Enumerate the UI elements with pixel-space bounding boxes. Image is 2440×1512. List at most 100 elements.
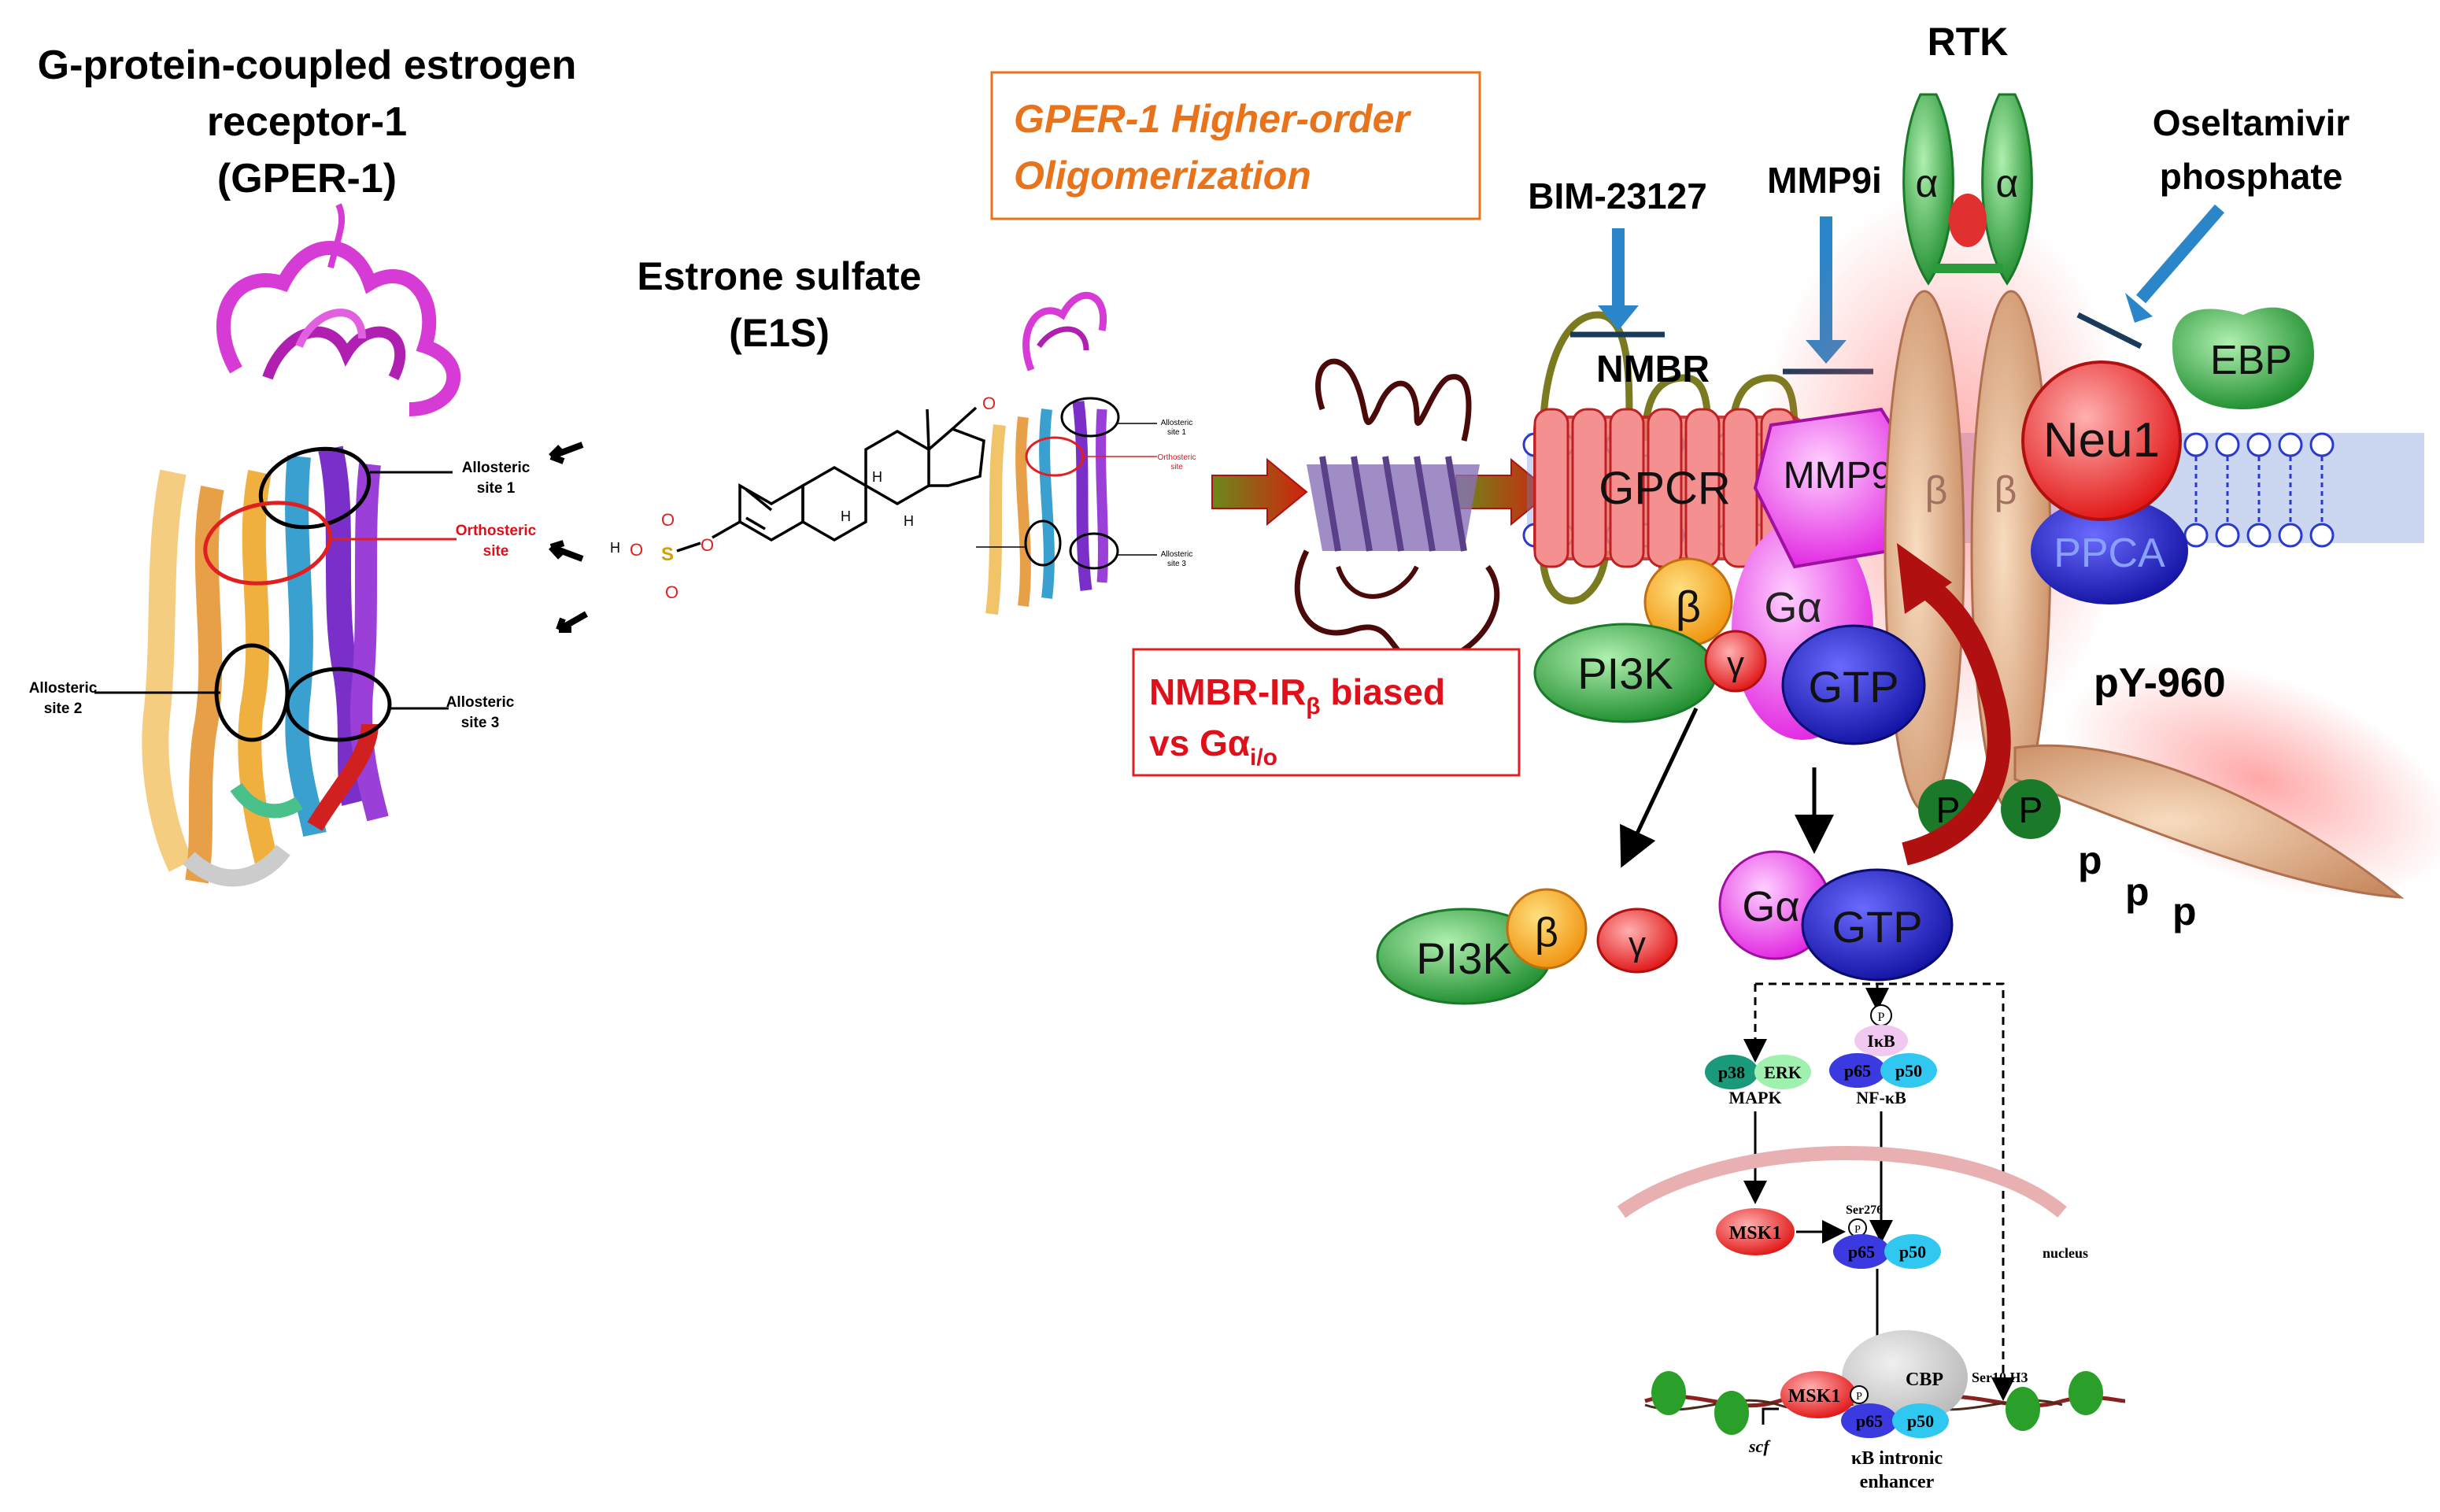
mini-gper-structure: Allosteric site 1 Orthosteric site Allos… (976, 291, 1196, 615)
oseltamivir-line1: Oseltamivir (2153, 102, 2350, 143)
gper-orthosteric-line2: site (483, 543, 509, 560)
ebp-label: EBP (2210, 338, 2292, 383)
e1s-atom-s: S (661, 544, 674, 565)
bim-label: BIM-23127 (1528, 176, 1707, 216)
e1s-atom-h3: H (841, 508, 851, 524)
gtp-top-label: GTP (1808, 662, 1898, 712)
arrow-pi3k-release (1620, 707, 1699, 868)
ikb-phospho: P (1878, 1011, 1885, 1024)
oligomerization-box: GPER-1 Higher-order Oligomerization (990, 71, 1481, 220)
gper-oligomer (1294, 358, 1500, 667)
neu1 (2021, 360, 2182, 521)
e1s-atom-o-top: O (661, 510, 675, 530)
oseltamivir-line2: phosphate (2160, 156, 2343, 197)
arrow-to-oligomer (1211, 457, 1308, 527)
nucleus-label: nucleus (2043, 1245, 2088, 1261)
e1s-atom-h1: H (872, 469, 882, 485)
rtk-beta-left: β (1925, 468, 1948, 512)
gper-title-line1: G-protein-coupled estrogen (38, 43, 577, 88)
p65-nuc-label: p65 (1848, 1242, 1875, 1262)
e1s-name-line2: (E1S) (729, 311, 830, 355)
p65-enh-label: p65 (1856, 1411, 1883, 1431)
e1s-atom-o-ester: O (701, 535, 714, 555)
rtk-alpha-right: α (1996, 161, 2019, 205)
galpha-gtp-released: Gα GTP (1718, 850, 1954, 982)
p38-label: p38 (1718, 1063, 1745, 1082)
e1s-atom-h-hydroxyl: H (610, 540, 620, 556)
galpha-released-label: Gα (1742, 883, 1799, 930)
rtk-tail: P P pY-960 p p p (1897, 543, 2405, 933)
enh-phospho: P (1856, 1391, 1862, 1403)
pi3k-top-label: PI3K (1577, 649, 1673, 698)
estrone-sulfate: Estrone sulfate (E1S) O O S O O O H H H … (610, 254, 996, 602)
e1s-atom-o-hydroxyl: O (630, 540, 643, 560)
e1s-skeleton (676, 406, 985, 553)
galpha-top-label: Gα (1764, 584, 1821, 631)
p50-cyto-label: p50 (1895, 1061, 1922, 1081)
pi3k-released: PI3K β γ (1376, 888, 1678, 1005)
p65-cyto-label: p65 (1844, 1061, 1871, 1081)
gper-allosteric3-line2: site 3 (461, 715, 500, 731)
spike-glow (2063, 660, 2440, 899)
mini-a1-line1: Allosteric (1161, 419, 1193, 427)
gbeta-released-label: β (1535, 910, 1558, 956)
mini-a3-line1: Allosteric (1161, 550, 1193, 559)
pi3k-released-label: PI3K (1416, 933, 1511, 983)
gper-allosteric1-line1: Allosteric (462, 460, 531, 476)
cbp-label: CBP (1906, 1370, 1943, 1390)
gper-title-line2: receptor-1 (207, 99, 407, 145)
small-p-2: p (2125, 870, 2150, 914)
enhancer-line1: κB intronic (1851, 1448, 1943, 1469)
scf-label: scf (1748, 1436, 1771, 1456)
nfkb-label: NF-κB (1856, 1088, 1906, 1107)
ikb-label: IκB (1867, 1031, 1895, 1051)
biased-box: NMBR-IRβ biased vs Gαi/o (1132, 648, 1521, 777)
rtk: RTK β β α α (1884, 20, 2052, 812)
mapk-label: MAPK (1728, 1088, 1781, 1107)
py960-label: pY-960 (2094, 660, 2226, 706)
p50-enh-label: p50 (1907, 1411, 1934, 1431)
mini-a3-line2: site 3 (1167, 560, 1186, 568)
mini-orth-line1: Orthosteric (1158, 453, 1196, 462)
rtk-label: RTK (1928, 20, 2009, 64)
gper-orthosteric-line1: Orthosteric (456, 523, 537, 539)
bim-inhibitor: BIM-23127 (1528, 176, 1707, 338)
e1s-atom-o-bottom: O (665, 582, 678, 602)
mmp9i-label: MMP9i (1767, 160, 1882, 201)
biased-line2: vs Gαi/o (1149, 723, 1277, 771)
rtk-beta-right: β (1995, 468, 2017, 512)
gprotein-top: β PI3K γ GTP (1533, 557, 1926, 745)
oligomer-line1: GPER-1 Higher-order (1014, 97, 1411, 141)
ggamma-released-label: γ (1629, 925, 1646, 963)
gper-allosteric3-line1: Allosteric (446, 694, 515, 711)
ggamma-top-label: γ (1727, 645, 1744, 683)
ppca-label: PPCA (2054, 530, 2165, 576)
nmbr-label: NMBR (1596, 349, 1710, 390)
mini-a1-line2: site 1 (1167, 428, 1186, 437)
msk1-nuc-label: MSK1 (1788, 1386, 1841, 1407)
e1s-atom-h2: H (904, 513, 914, 529)
rtk-p-right: P (2019, 789, 2043, 830)
oseltamivir-inhibitor: Oseltamivir phosphate (2076, 102, 2350, 349)
ser10-label: Ser10 H3 (1972, 1370, 2028, 1385)
enhancer-line2: enhancer (1860, 1472, 1935, 1492)
ser276-label: Ser276 (1846, 1203, 1883, 1217)
gpcr-receptor: GPCR NMBR (1533, 311, 1804, 604)
mini-orth-line2: site (1170, 463, 1183, 471)
ebp (2172, 307, 2314, 409)
e1s-name-line1: Estrone sulfate (637, 254, 921, 298)
gper-title-line3: (GPER-1) (217, 156, 397, 201)
ser276-phospho: P (1854, 1224, 1861, 1236)
gper-allosteric1-line2: site 1 (477, 480, 516, 497)
gpcr-label: GPCR (1599, 463, 1731, 514)
gper-allosteric2-line1: Allosteric (29, 680, 98, 697)
gper-allosteric2-line2: site 2 (44, 701, 83, 717)
p50-nuc-label: p50 (1899, 1242, 1926, 1262)
small-p-1: p (2078, 838, 2102, 882)
neu1-label: Neu1 (2043, 413, 2160, 468)
rtk-alpha-left: α (1916, 161, 1939, 205)
msk1-label: MSK1 (1729, 1223, 1782, 1244)
gper-structure: G-protein-coupled estrogen receptor-1 (G… (29, 43, 588, 887)
ppca (2031, 497, 2188, 604)
